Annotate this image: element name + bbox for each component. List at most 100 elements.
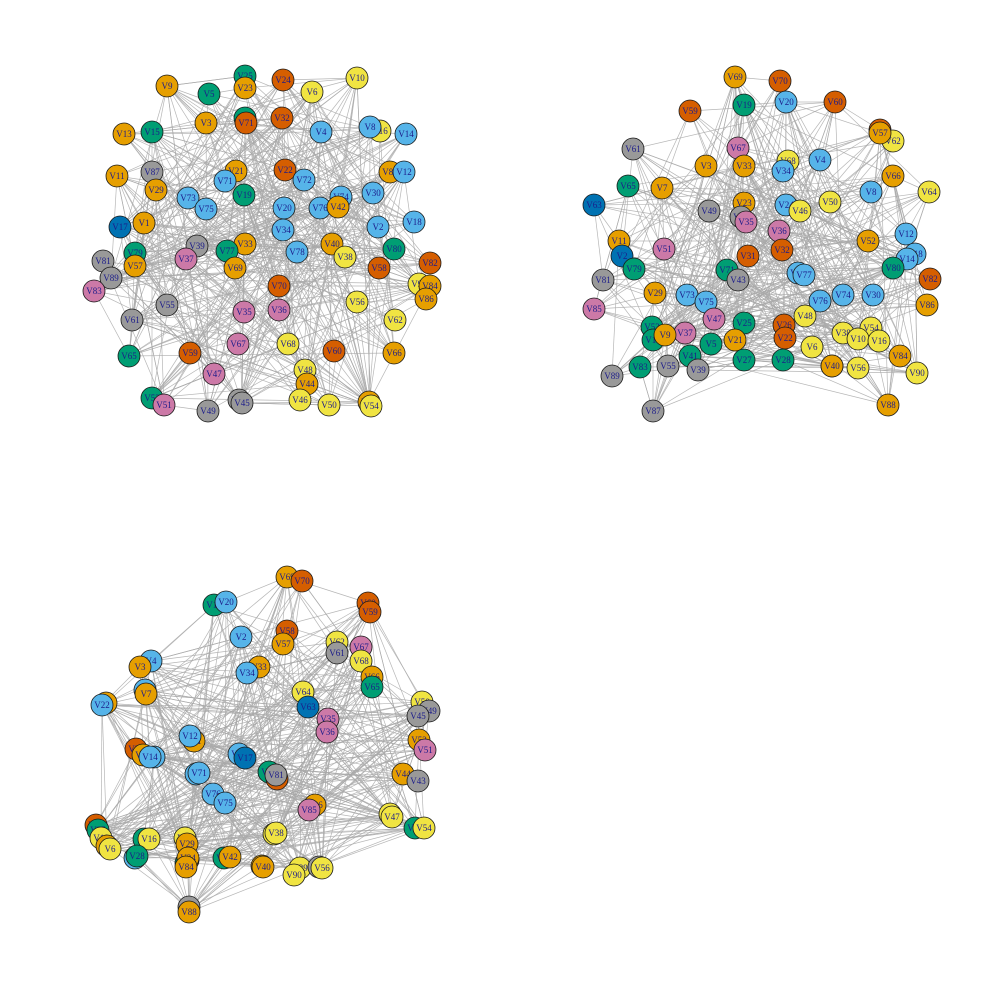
node-label: V62 <box>387 315 403 325</box>
edge <box>302 676 373 693</box>
node-circle <box>174 855 198 879</box>
node-v59: V59 <box>358 600 382 624</box>
node-v68: V68 <box>349 649 373 673</box>
node-label: V65 <box>121 351 137 361</box>
edge <box>151 267 236 399</box>
edge <box>189 180 226 354</box>
edge <box>243 243 333 313</box>
edge <box>101 704 246 759</box>
node-circle <box>859 180 883 204</box>
edge <box>261 701 423 867</box>
edge <box>237 192 374 345</box>
edge <box>187 117 283 199</box>
node-label: V1 <box>139 218 150 228</box>
node-v8: V8 <box>358 115 382 139</box>
edge <box>663 80 781 250</box>
edge <box>143 122 247 224</box>
edge <box>320 131 395 354</box>
node-label: V81 <box>95 256 111 266</box>
node-v90: V90 <box>905 361 929 385</box>
edge <box>713 258 908 320</box>
node-label: V20 <box>778 97 794 107</box>
edge <box>128 309 280 357</box>
node-label: V75 <box>198 204 214 214</box>
node-v85: V85 <box>582 297 606 321</box>
node-v57: V57 <box>868 121 892 145</box>
node-circle <box>178 341 202 365</box>
node-label: V27 <box>736 355 752 365</box>
edge <box>105 702 295 876</box>
node-v90: V90 <box>282 863 306 887</box>
edge <box>235 170 305 181</box>
edge <box>184 804 316 839</box>
node-v47: V47 <box>202 362 226 386</box>
node-label: V73 <box>180 193 196 203</box>
edge <box>593 170 784 310</box>
node-v30: V30 <box>361 181 385 205</box>
node-v86: V86 <box>915 293 939 317</box>
node-v76: V76 <box>808 289 832 313</box>
edge <box>593 165 745 310</box>
node-label: V19 <box>736 100 752 110</box>
node-v34: V34 <box>771 159 795 183</box>
node-label: V12 <box>898 229 914 239</box>
node-label: V37 <box>178 254 194 264</box>
node-label: V4 <box>815 155 826 165</box>
node-label: V46 <box>792 206 808 216</box>
edge <box>166 75 246 87</box>
edge <box>743 104 874 296</box>
node-circle <box>774 90 798 114</box>
node-label: V68 <box>280 339 296 349</box>
node-v38: V38 <box>264 821 288 845</box>
edge <box>235 170 379 228</box>
edge <box>224 576 288 804</box>
edge <box>241 350 335 404</box>
node-v27: V27 <box>732 348 756 372</box>
node-label: V10 <box>850 334 866 344</box>
edge <box>208 93 381 132</box>
node-label: V29 <box>148 185 164 195</box>
edge <box>155 189 228 252</box>
edge <box>321 641 338 869</box>
edge <box>166 85 207 210</box>
node-circle <box>233 746 257 770</box>
node-label: V88 <box>880 400 896 410</box>
node-label: V65 <box>620 181 636 191</box>
edge <box>697 369 918 374</box>
edge <box>123 133 285 209</box>
edge <box>205 91 313 124</box>
node-circle <box>823 90 847 114</box>
node-v84: V84 <box>174 855 198 879</box>
node-v36: V36 <box>767 219 791 243</box>
edge <box>184 813 391 839</box>
node-v61: V61 <box>120 308 144 332</box>
node-label: V37 <box>677 328 693 338</box>
edge <box>128 352 395 357</box>
node-circle <box>134 682 158 706</box>
node-v34: V34 <box>235 661 259 685</box>
node-circle <box>881 164 905 188</box>
node-v71: V71 <box>234 111 258 135</box>
node-circle <box>358 600 382 624</box>
edge <box>106 753 240 847</box>
edge <box>743 240 869 361</box>
node-circle <box>345 66 369 90</box>
node-label: V39 <box>189 241 205 251</box>
edge <box>109 753 240 850</box>
node-v31: V31 <box>736 244 760 268</box>
edge <box>213 604 270 773</box>
edge <box>243 194 298 253</box>
edge <box>652 76 736 341</box>
node-label: V61 <box>329 648 345 658</box>
edge <box>235 170 321 209</box>
edge <box>654 292 691 357</box>
node-v45: V45 <box>406 704 430 728</box>
node-label: V39 <box>690 365 706 375</box>
node-circle <box>218 845 242 869</box>
node-label: V36 <box>771 226 787 236</box>
node-label: V8 <box>866 187 877 197</box>
node-label: V29 <box>647 288 663 298</box>
node-label: V70 <box>294 576 310 586</box>
node-v43: V43 <box>726 268 750 292</box>
edge <box>139 666 309 708</box>
